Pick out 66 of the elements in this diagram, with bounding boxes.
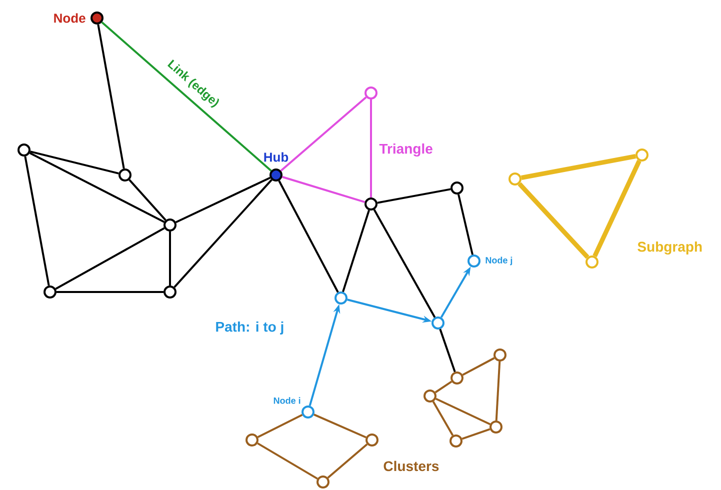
graph-node [586,256,598,268]
link [370,100,372,198]
link [462,357,495,376]
link [29,152,165,223]
graph-node [636,148,648,162]
graph-node [494,348,506,362]
graph-node [90,12,104,24]
link [169,232,171,286]
link [458,194,474,255]
graph-node [246,434,258,446]
graph-node [44,286,56,298]
node-label: Node j [486,256,512,266]
link [280,96,367,172]
graph-node [490,420,502,434]
node-label: Hub [264,152,288,162]
link [342,210,370,292]
link [257,414,303,438]
graph-node [316,476,330,488]
link [257,442,318,480]
link [439,328,456,372]
graph-node [164,218,176,232]
graph-node [450,182,464,194]
link [520,154,636,180]
graph-label: Path: i to j [216,321,284,335]
node-label: Node i [274,397,300,404]
link [314,414,366,438]
graph-node [450,434,462,448]
graph-node [364,86,378,100]
link [327,443,368,479]
link [432,401,454,436]
link [97,24,125,169]
link [175,176,271,224]
link [24,156,50,286]
link [518,182,590,259]
link [435,398,491,426]
graph-node [164,286,176,298]
link [462,428,490,440]
link [373,209,436,318]
link [377,188,451,204]
graph-node [270,168,282,182]
graph-node [468,254,480,268]
link [282,176,366,204]
link [434,380,452,394]
link [128,179,166,221]
link [55,227,165,290]
graph-label: Triangle [379,143,432,157]
graph-node [450,372,464,384]
graph-node [432,316,444,330]
link [278,180,339,293]
graph-node [302,406,314,418]
graph-node [334,292,348,304]
link [592,160,642,258]
graph-node [18,144,30,156]
graph-label: Subgraph [638,241,702,255]
link [495,361,501,421]
graph-node [364,198,378,210]
graph-node [366,434,378,446]
graph-node [508,172,522,186]
graph-node [118,168,132,182]
link [30,150,119,174]
graph-label: Clusters [384,460,439,472]
link [174,179,272,288]
link [56,291,164,293]
node-label: Node [54,13,86,23]
link [101,22,272,172]
graph-node [424,390,436,402]
